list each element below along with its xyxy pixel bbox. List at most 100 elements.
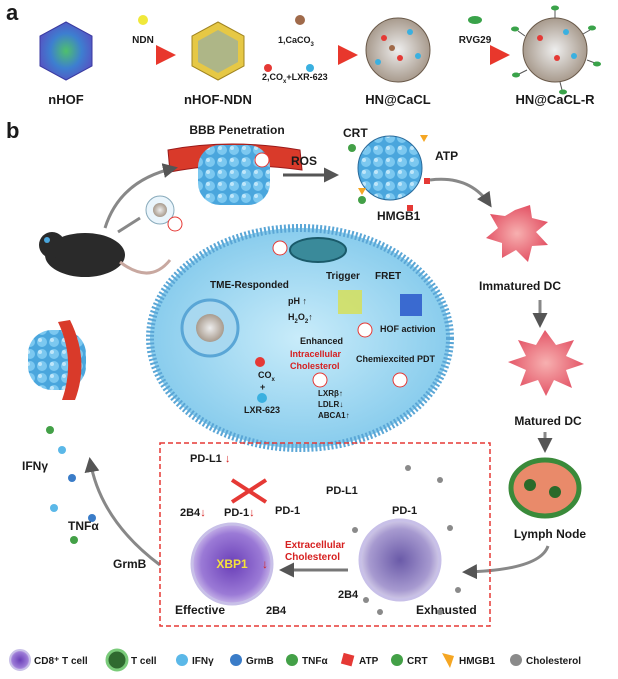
stage-nhof-label: nHOF <box>48 92 83 107</box>
hmgb1-label: HMGB1 <box>377 209 421 223</box>
ros-bubbles <box>167 152 408 388</box>
legend-cd8-icon <box>9 649 31 671</box>
rvg29-dot <box>468 16 482 24</box>
abca1-label: ABCA1↑ <box>318 411 350 420</box>
enhanced-label: Enhanced <box>300 336 343 346</box>
legend-ifng-icon <box>176 654 188 666</box>
legend-tcell-icon <box>105 648 129 672</box>
arrow-to-immatured-dc <box>429 177 492 208</box>
extracellular-label-2: Cholesterol <box>285 552 340 563</box>
tumor-cell <box>146 224 454 452</box>
2b4-label-a: 2B4↓ <box>180 507 206 519</box>
immatured-dc <box>486 205 548 262</box>
cox-mark <box>255 357 265 367</box>
legend-cholesterol-label: Cholesterol <box>526 656 581 667</box>
legend-atp-label: ATP <box>359 656 379 667</box>
fret-label: FRET <box>375 271 401 282</box>
mouse-head <box>39 232 65 258</box>
lxrb-label: LXRβ↑ <box>318 389 343 398</box>
bbb-cluster <box>198 145 270 205</box>
arrow-cacl-line1: 1,CaCO3 <box>278 35 315 48</box>
legend-hmgb1-icon <box>442 653 454 668</box>
hof-activation-label: HOF activion <box>380 324 436 334</box>
legend-hmgb1-label: HMGB1 <box>459 656 496 667</box>
block-cross-2 <box>230 478 268 504</box>
mitochondrion <box>289 237 347 263</box>
pdl1-label-a: PD-L1 ↓ <box>190 453 230 465</box>
effective-label: Effective <box>175 603 225 617</box>
lxr623-label: LXR-623 <box>244 405 280 415</box>
nhof-ndn-particle <box>191 21 245 81</box>
panel-a-letter: a <box>6 0 19 25</box>
left-vessel <box>58 320 82 400</box>
lxr-dot <box>306 64 314 72</box>
pd1-label-b: PD-1 <box>275 505 300 517</box>
hn-cacl-r-particle <box>522 17 588 83</box>
trigger-label: Trigger <box>326 271 360 282</box>
legend-grmb-label: GrmB <box>246 656 274 667</box>
stage-hn-cacl-r-label: HN@CaCL-R <box>515 92 595 107</box>
arrow-rvg29-label: RVG29 <box>459 35 492 46</box>
immune-box <box>159 442 491 627</box>
pd1-label-a: PD-1↓ <box>224 507 255 519</box>
legend-cd8-label: CD8⁺ T cell <box>34 656 88 667</box>
lymph-node-cell <box>524 479 536 491</box>
legend-tnfa-icon <box>286 654 298 666</box>
legend-grmb-icon <box>230 654 242 666</box>
ifng-label: IFNγ <box>22 459 48 473</box>
arrow-mouse-to-bbb <box>103 163 178 229</box>
panel-b-letter: b <box>6 118 19 143</box>
xbp1-arrow: ↓ <box>262 557 268 571</box>
icd-release-dots <box>348 135 430 211</box>
mouse-body <box>45 233 125 277</box>
hn-cacl-particle <box>365 17 431 83</box>
intracellular-label-2: Cholesterol <box>290 361 340 371</box>
xbp1-label: XBP1 <box>216 557 248 571</box>
exhausted-label: Exhausted <box>416 603 477 617</box>
bbb-label: BBB Penetration <box>189 123 284 137</box>
panel-b: b BBB Penetration ROS CRT ATP HMGB1 <box>6 118 587 627</box>
trigger-np <box>338 290 362 314</box>
legend-ifng-label: IFNγ <box>192 656 214 667</box>
ph-label: pH ↑ <box>288 296 307 306</box>
h2o2-label: H2O2↑ <box>288 312 313 325</box>
lymph-node-label: Lymph Node <box>514 527 587 541</box>
icd-particle <box>357 135 423 201</box>
nhof-particle <box>39 21 93 81</box>
nhof-ndn-core <box>198 30 238 73</box>
mouse-brain-dot <box>44 237 50 243</box>
atp-label: ATP <box>435 149 458 163</box>
hn-cacl-r-rvg <box>511 5 601 95</box>
cholesterol-dots <box>352 465 461 615</box>
legend-tcell-label: T cell <box>131 656 157 667</box>
legend-atp-icon <box>340 652 355 667</box>
exhausted-tcell <box>358 518 442 602</box>
mouse-tail <box>119 259 172 275</box>
legend-tnfa-label: TNFα <box>302 656 328 667</box>
arrow-cytokines <box>84 457 161 567</box>
arrow-to-exhausted <box>462 545 550 580</box>
panel-a: a nHOF NDN nHOF-NDN 1,CaCO3 2,COx+LXR-62… <box>6 0 601 107</box>
caco3-dot <box>295 15 305 25</box>
tme-label: TME-Responded <box>210 280 289 291</box>
extracellular-label: Extracellular <box>285 540 345 551</box>
tnfa-label: TNFα <box>68 519 99 533</box>
stage-nhof-ndn-label: nHOF-NDN <box>184 92 252 107</box>
intracellular-label: Intracellular <box>290 349 342 359</box>
2b4-label-b: 2B4 <box>266 605 287 617</box>
stage-hn-cacl-label: HN@CaCL <box>365 92 430 107</box>
grmb-label: GrmB <box>113 557 147 571</box>
cytokine-dots <box>46 426 96 544</box>
arrow-cacl-line2: 2,COx+LXR-623 <box>262 72 328 85</box>
ndn-dot <box>138 15 148 25</box>
cox-dot <box>264 64 272 72</box>
legend-crt-icon <box>391 654 403 666</box>
cox-label: COx <box>258 370 276 383</box>
lxr-mark <box>257 393 267 403</box>
lymph-node-cell-2 <box>549 486 561 498</box>
legend-cholesterol-icon <box>510 654 522 666</box>
matured-dc-label: Matured DC <box>514 414 582 428</box>
plus-label: + <box>260 382 265 392</box>
syringe <box>117 216 141 234</box>
